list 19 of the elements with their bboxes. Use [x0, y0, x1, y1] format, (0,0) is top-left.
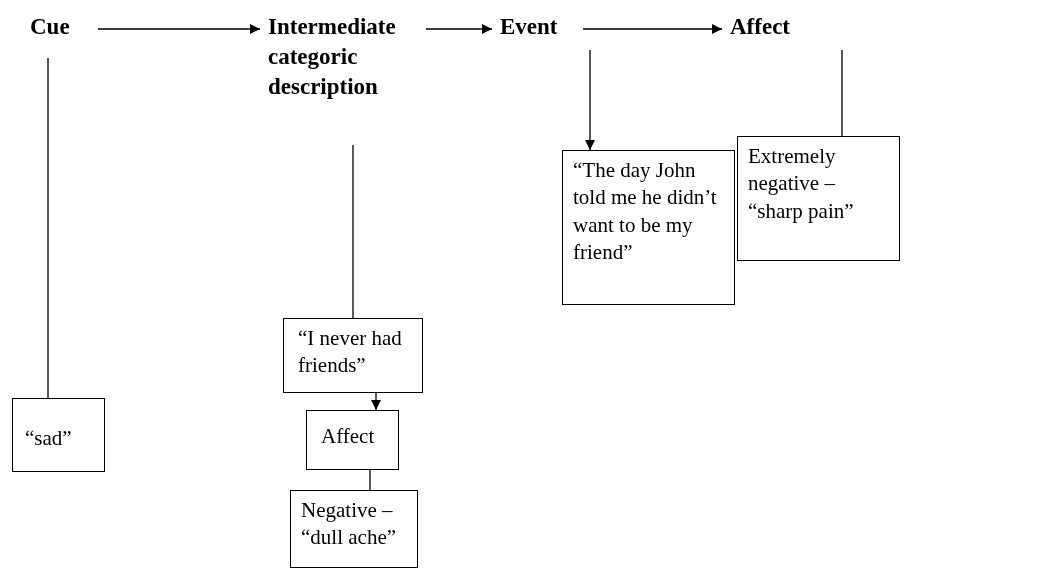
arrow — [371, 392, 381, 411]
arrow — [585, 49, 595, 151]
stage-heading: Cue — [30, 13, 71, 41]
connector-line — [47, 57, 49, 399]
stage-heading: Event — [500, 13, 559, 41]
arrow — [97, 24, 261, 34]
text-box: “sad” — [12, 398, 105, 472]
arrow — [582, 24, 723, 34]
text-box: Extremely negative – “sharp pain” — [737, 136, 900, 261]
text-box: Affect — [306, 410, 399, 470]
arrow — [425, 24, 493, 34]
text-box: “The day John told me he didn’t want to be my friend” — [562, 150, 735, 305]
connector-line — [841, 49, 843, 137]
text-box: “I never had friends” — [283, 318, 423, 393]
stage-heading: Affect — [730, 13, 791, 41]
connector-line — [352, 144, 354, 319]
text-box: Negative – “dull ache” — [290, 490, 418, 568]
stage-heading: Intermediate categoric description — [268, 13, 397, 101]
connector-line — [369, 469, 371, 491]
